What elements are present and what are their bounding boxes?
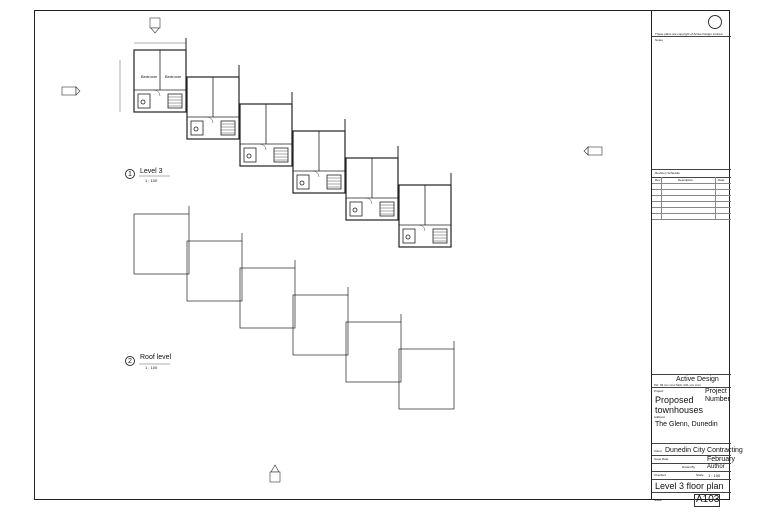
project-address: The Glenn, Dunedin [655,421,718,428]
roof-outline [186,240,243,302]
notes-label: Notes [655,38,663,42]
door-swing [312,170,320,178]
section-arrow-right [583,146,589,156]
bathroom [137,93,151,109]
scale-value: 1 : 100 [708,473,721,478]
townhouse-unit [292,119,346,194]
section-marker-top [149,17,161,29]
toilet [140,99,146,105]
view-number-badge: 1 [125,169,135,179]
room-label-bedroom: Bedroom [141,74,158,79]
bathroom [349,201,363,217]
stair [273,147,289,163]
sheet-title: Level 3 floor plan [655,481,724,491]
drawn-by: Author [707,464,725,470]
company-contact: PH: 03 xxx xxxx Mob: 021 xxx xxxx [654,383,701,387]
section-arrow-left [75,86,81,96]
bathroom [243,147,257,163]
company-logo [708,15,722,29]
drawn-by-label: Drawn By [682,465,696,469]
project-name: Proposed townhouses [655,395,704,415]
toilet [246,153,252,159]
stair [432,228,448,244]
toilet [352,207,358,213]
company-name: Active Design [676,376,719,383]
door-swing [206,116,214,124]
description-header: Description [678,178,694,182]
stair [379,201,395,217]
date-header: Date [718,178,725,182]
copyright-note: These plans are copyright of Active Desi… [655,32,723,36]
drawing-sheet [34,10,730,500]
door-swing [153,89,161,97]
townhouse-unit [398,173,452,248]
section-arrow-bottom [270,464,280,473]
roof-outline [292,294,349,356]
title-block: These plans are copyright of Active Desi… [651,10,743,507]
view-title: Roof level [140,354,172,361]
section-marker-right [587,146,603,156]
section-arrow-top [150,27,160,34]
door-swing [259,143,267,151]
view-scale: 1 : 100 [145,178,158,183]
issue-date-label: Issue Date [654,457,669,461]
stair [326,174,342,190]
address-label: Address [654,415,666,419]
bathroom [190,120,204,136]
townhouse-unit [239,92,293,167]
door-swing [418,224,426,232]
sheet-number: A103 [696,494,720,505]
sheet-label: Sheet [654,498,662,502]
roof-outline [345,321,402,383]
toilet [193,126,199,132]
checked-label: Checked [654,473,666,477]
view-title: Level 3 [140,168,163,175]
issue-date: February [707,456,736,463]
project-label: Project [654,389,664,393]
sheet-number-box [694,494,720,507]
stair [167,93,183,109]
bathroom [296,174,310,190]
revision-schedule-title: Revision Schedule [655,171,680,175]
client-name: Dunedin City Contracting [665,447,743,454]
section-marker-bottom [269,471,281,483]
roof-outline [133,213,190,275]
section-marker-left [61,86,77,96]
view-number-badge: 2 [125,356,135,366]
roof-outline [398,348,455,410]
toilet [299,180,305,186]
door-swing [365,197,373,205]
toilet [405,234,411,240]
project-number-label: Project Number [705,388,730,403]
townhouse-unit [345,146,399,221]
scale-label: Scale [696,473,704,477]
bathroom [402,228,416,244]
view-scale: 1 : 100 [145,365,158,370]
stair [220,120,236,136]
townhouse-unit [186,65,240,140]
room-label-bedroom: Bedroom [165,74,182,79]
rev-header: Rev [655,178,661,182]
roof-outline [239,267,296,329]
townhouse-unit [133,38,187,113]
client-label: Client [654,449,662,453]
